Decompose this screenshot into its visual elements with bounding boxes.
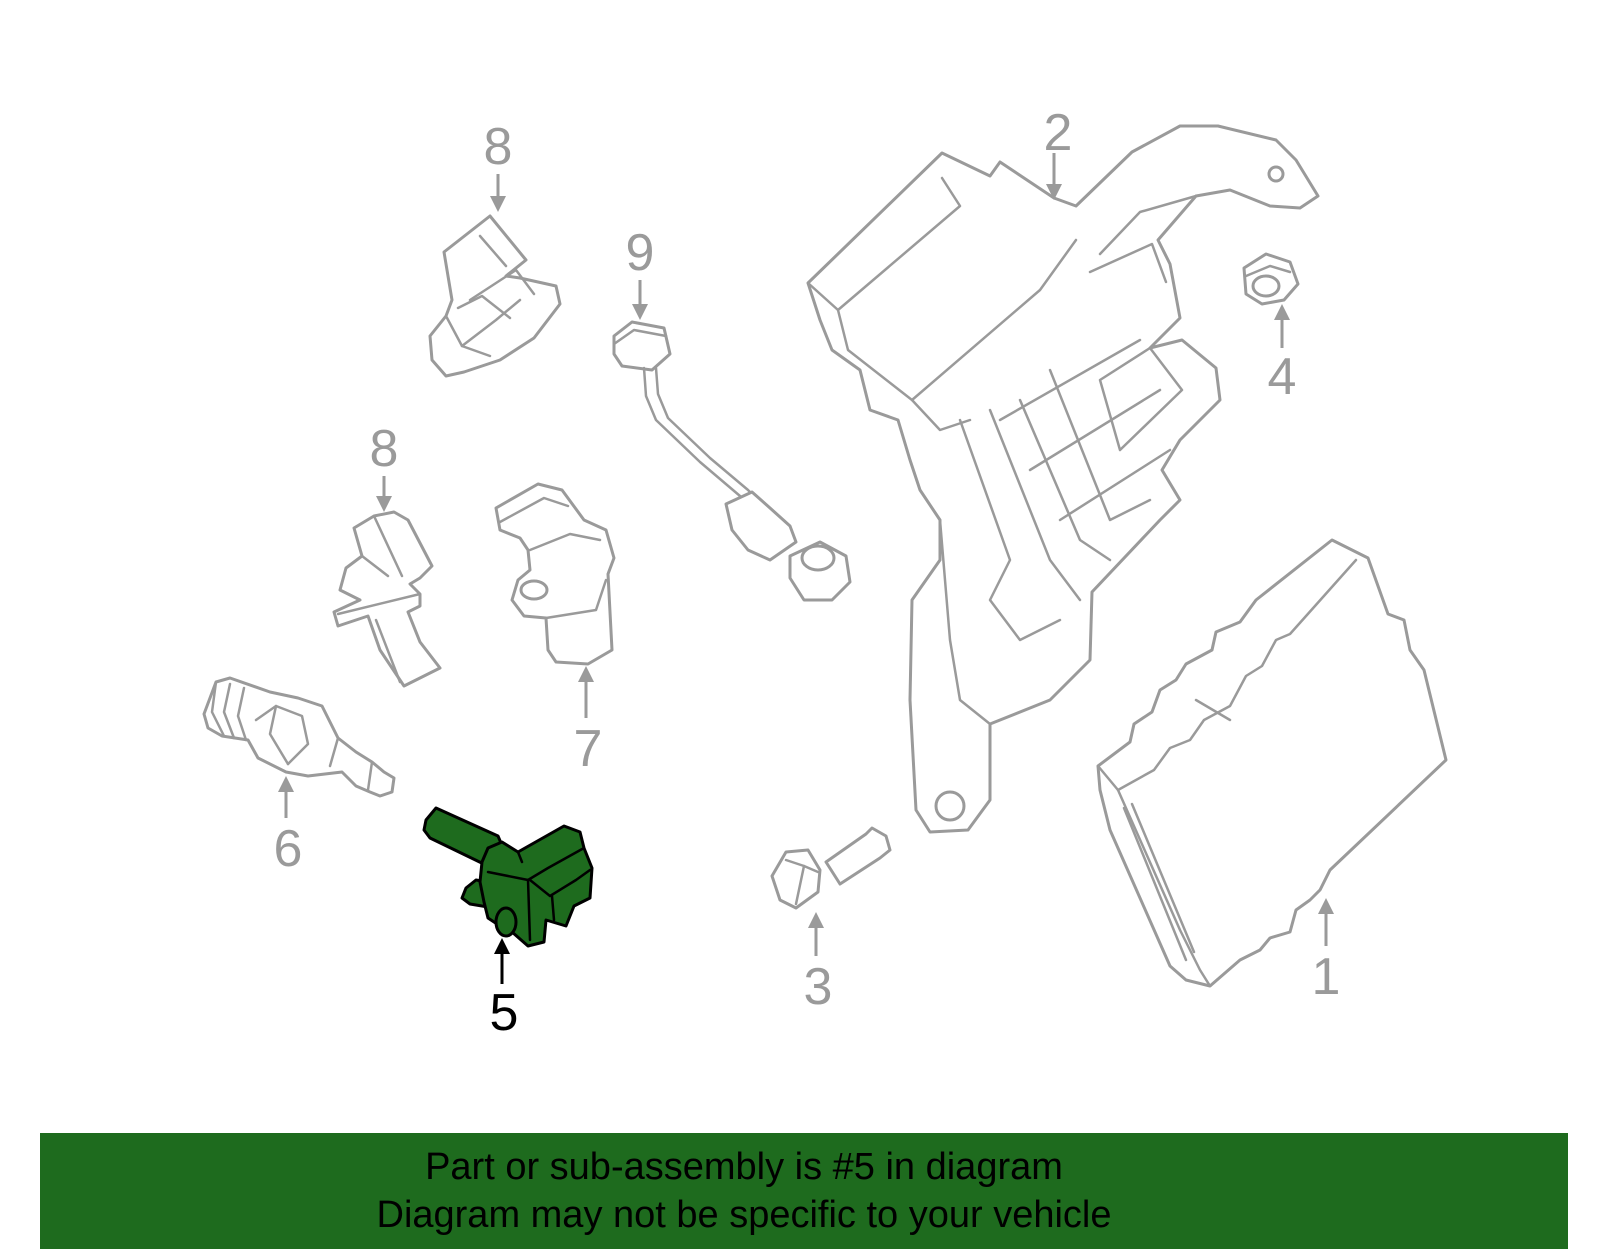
banner-line-disclaimer: Diagram may not be specific to your vehi…: [376, 1194, 1112, 1236]
callout-numbers: 2 9 8 8 4 7 6 3 1 5: [274, 104, 1341, 1042]
part-4-nut[interactable]: [1242, 252, 1300, 306]
part-5-ignition-coil[interactable]: [422, 806, 594, 948]
part-1-control-module[interactable]: [1096, 538, 1448, 988]
banner-line-part-number: Part or sub-assembly is #5 in diagram: [425, 1146, 1063, 1188]
callout-9: 9: [626, 224, 655, 282]
callout-7: 7: [574, 720, 603, 778]
leader-lines: [278, 153, 1334, 984]
callout-2: 2: [1044, 104, 1073, 162]
callout-6: 6: [274, 820, 303, 878]
callout-8-top: 8: [484, 118, 513, 176]
part-6-temperature-sensor[interactable]: [202, 676, 396, 798]
part-8-sensor-mid[interactable]: [332, 510, 442, 688]
callout-3: 3: [804, 958, 833, 1016]
part-3-bolt[interactable]: [770, 826, 892, 910]
part-2-bracket[interactable]: [806, 124, 1320, 834]
part-7-position-sensor[interactable]: [494, 482, 616, 666]
info-banner: Part or sub-assembly is #5 in diagram Di…: [40, 1133, 1568, 1249]
part-8-sensor-top[interactable]: [428, 214, 562, 378]
part-9-knock-sensor[interactable]: [612, 320, 852, 602]
callout-1: 1: [1312, 948, 1341, 1006]
callout-8-mid: 8: [370, 420, 399, 478]
callout-5: 5: [490, 984, 519, 1042]
callout-4: 4: [1268, 348, 1297, 406]
